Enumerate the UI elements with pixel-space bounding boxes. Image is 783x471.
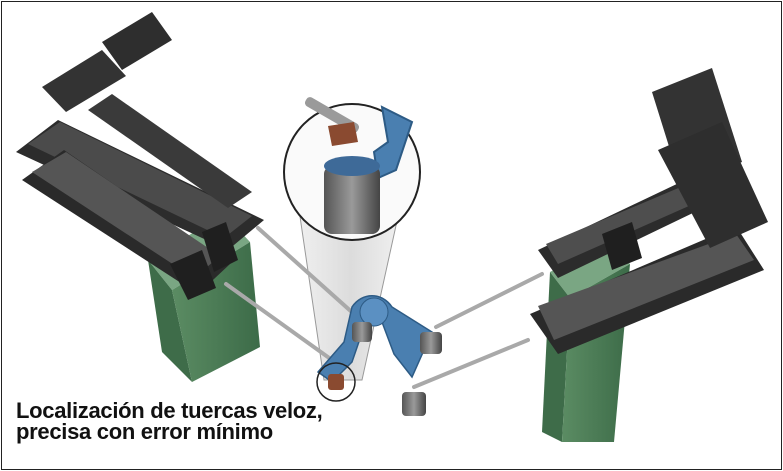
caption: Localización de tuercas veloz, precisa c…: [16, 398, 323, 444]
right-actuators: [530, 68, 768, 354]
left-actuators: [16, 12, 264, 300]
grippers: [316, 322, 442, 416]
caption-line-2: precisa con error mínimo: [16, 419, 273, 444]
zoom-detail: [283, 97, 421, 241]
guide-rods: [224, 226, 544, 389]
caption-line-1: Localización de tuercas veloz,: [16, 398, 323, 423]
